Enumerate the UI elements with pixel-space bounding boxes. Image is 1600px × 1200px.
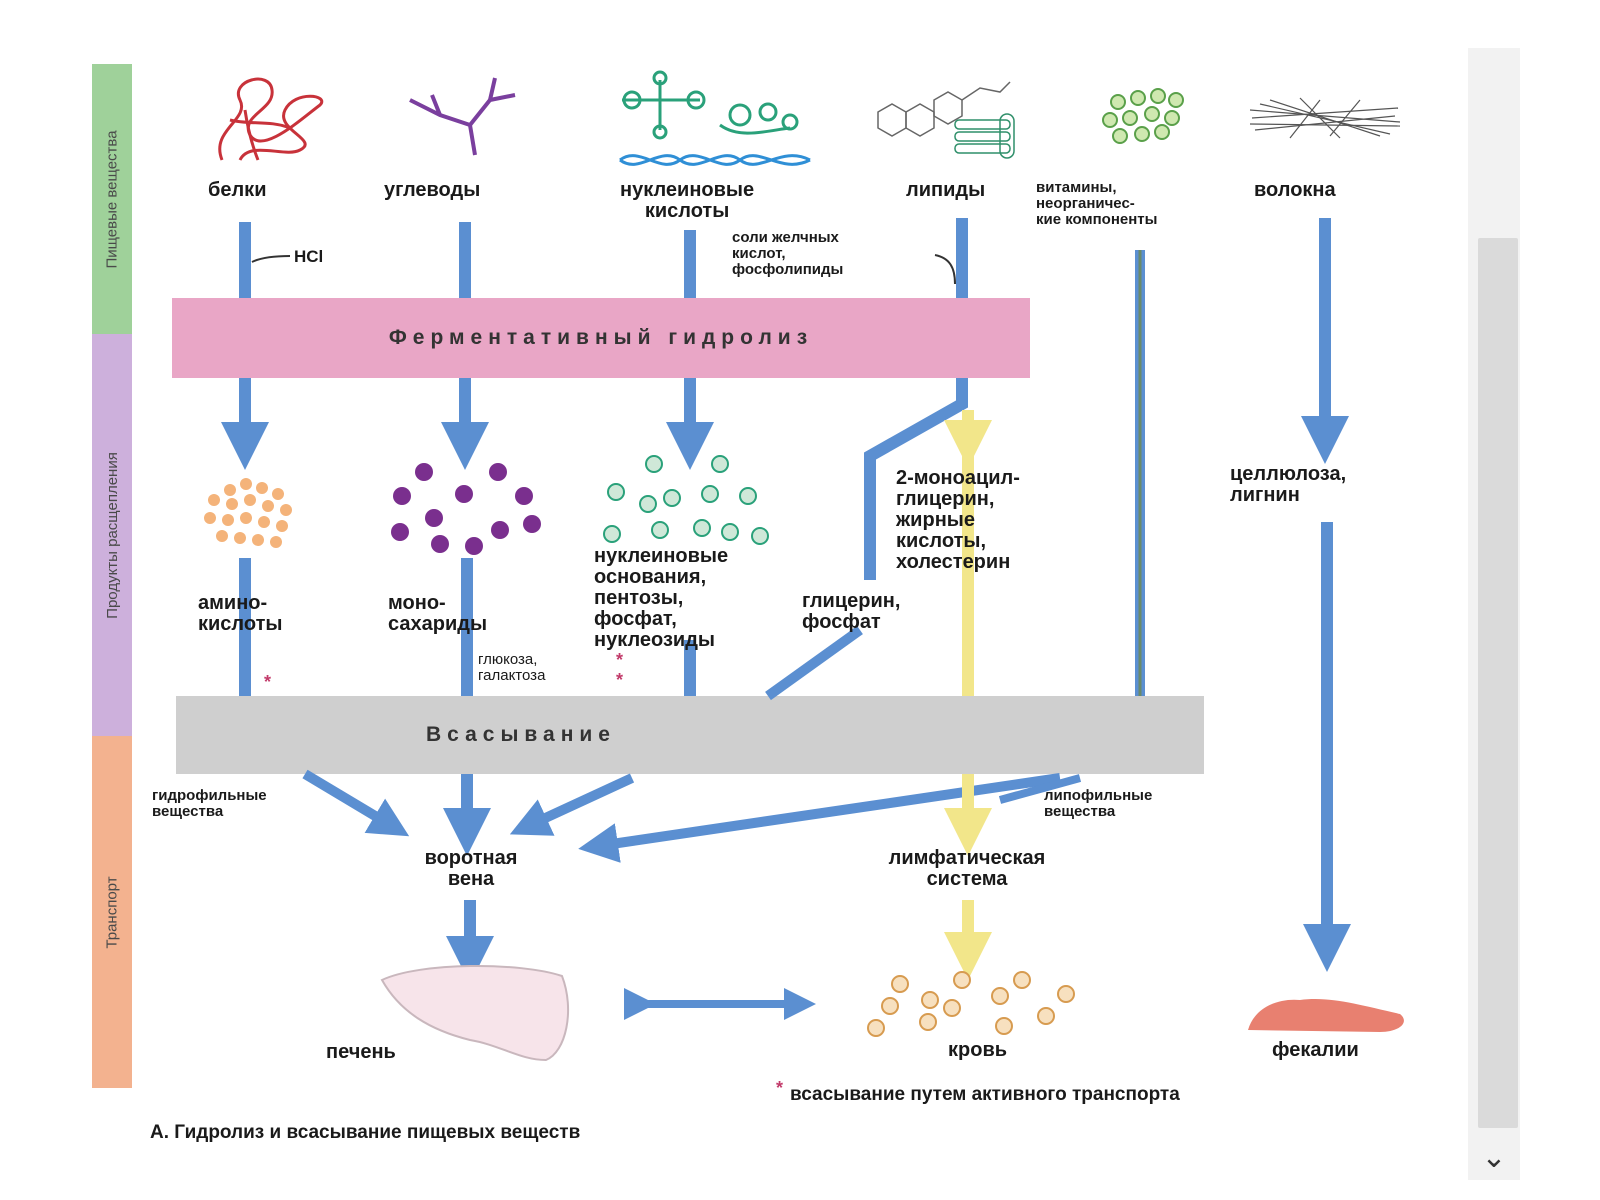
dna-helix-strand-icon bbox=[619, 154, 811, 166]
active-transport-star-amino: * bbox=[264, 672, 272, 692]
section-band-products: Продукты расщепления bbox=[92, 334, 132, 736]
label-feces: фекалии bbox=[1272, 1039, 1359, 1061]
label-lymphatic-system: лимфатическая система bbox=[888, 847, 1046, 890]
label-proteins: белки bbox=[208, 179, 267, 201]
amino-acid-dots bbox=[204, 478, 292, 548]
hcl-pointer bbox=[251, 255, 291, 263]
label-lipids: липиды bbox=[906, 179, 986, 201]
label-lipophilic: липофильные вещества bbox=[1044, 787, 1153, 820]
arrow-lipid-glycerol bbox=[864, 378, 968, 580]
arrow-glycerol-absorption bbox=[765, 625, 863, 701]
label-liver: печень bbox=[326, 1041, 396, 1063]
blood-dots bbox=[867, 971, 1075, 1037]
hydrolysis-band: Ферментативный гидролиз bbox=[388, 326, 814, 349]
lipid-icon bbox=[877, 81, 1015, 159]
label-fibers: волокна bbox=[1254, 179, 1336, 201]
label-vitamins: витамины, неорганичес- кие компоненты bbox=[1036, 179, 1158, 228]
footnote: всасывание путем активного транспорта bbox=[790, 1084, 1180, 1105]
liver-icon bbox=[380, 965, 569, 1062]
label-nucleic: нуклеиновые кислоты bbox=[620, 179, 755, 222]
absorption-band-bg bbox=[176, 696, 1204, 774]
label-lipid-products: 2-моноацил- глицерин, жирные кислоты, хо… bbox=[896, 467, 1020, 573]
active-transport-star-glucose: * bbox=[616, 650, 624, 670]
section-band-nutrients: Пищевые вещества bbox=[92, 64, 132, 334]
nucleic-product-dots bbox=[603, 455, 769, 545]
active-transport-star-galactose: * bbox=[616, 670, 624, 690]
label-hydrophilic: гидрофильные вещества bbox=[152, 787, 267, 820]
arrow-lipophilic-lymph bbox=[998, 774, 1082, 804]
label-portal-vein: воротная вена bbox=[424, 847, 518, 890]
label-bile: соли желчных кислот, фосфолипиды bbox=[732, 229, 844, 278]
label-mono: моно- сахариды bbox=[388, 592, 488, 635]
label-glucose: глюкоза, галактоза bbox=[478, 651, 546, 684]
protein-icon bbox=[218, 77, 324, 161]
vitamins-icon bbox=[1102, 88, 1184, 144]
label-blood: кровь bbox=[948, 1039, 1008, 1061]
label-carbs: углеводы bbox=[384, 179, 481, 201]
arrow-nucleic-portal bbox=[509, 773, 635, 836]
fiber-icon bbox=[1249, 97, 1401, 139]
label-nucleic-products: нуклеиновые основания, пентозы, фосфат, … bbox=[594, 545, 729, 651]
label-amino: амино- кислоты bbox=[198, 592, 283, 635]
monosaccharide-dots bbox=[391, 463, 541, 555]
absorption-band: Всасывание bbox=[426, 723, 616, 746]
footnote-star: * bbox=[776, 1078, 784, 1098]
label-glycerol: глицерин, фосфат bbox=[802, 590, 901, 633]
label-cellulose: целлюлоза, лигнин bbox=[1230, 463, 1347, 506]
diagram-graphics bbox=[172, 70, 1404, 1062]
bile-pointer bbox=[934, 254, 956, 285]
nucleic-acid-icon bbox=[622, 70, 799, 140]
scroll-down-chevron-icon[interactable]: ⌄ bbox=[1481, 1141, 1507, 1174]
label-hcl: HCl bbox=[294, 247, 324, 266]
section-band-transport: Транспорт bbox=[92, 736, 132, 1088]
feces-icon bbox=[1248, 999, 1404, 1032]
scrollbar-thumb[interactable] bbox=[1478, 238, 1518, 1128]
caption: А. Гидролиз и всасывание пищевых веществ bbox=[150, 1122, 581, 1143]
arrow-lipophilic-portal bbox=[578, 773, 1061, 863]
hydrolysis-band-bg bbox=[172, 298, 1030, 378]
arrow-hydrophilic-portal bbox=[302, 769, 410, 837]
carbohydrate-icon bbox=[409, 77, 516, 156]
